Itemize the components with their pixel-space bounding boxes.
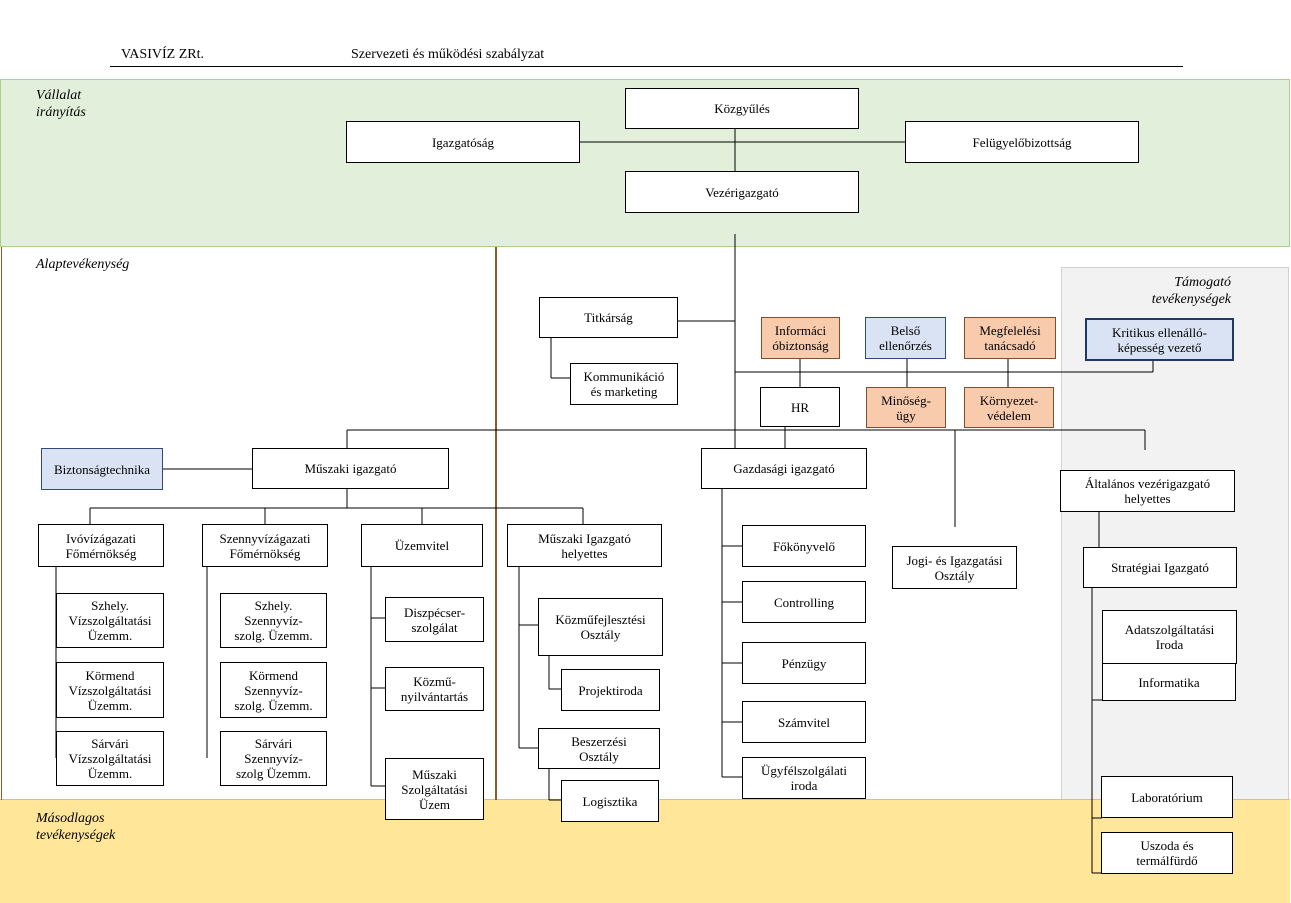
box-uszoda-termalfurdo: Uszoda és termálfürdő — [1101, 832, 1233, 874]
box-controlling: Controlling — [742, 581, 866, 623]
box-biztonsagtechnika: Biztonságtechnika — [41, 448, 163, 490]
box-ugyfelszolgalati-iroda: Ügyfélszolgálati iroda — [742, 757, 866, 799]
box-belso-ellenorzes: Belső ellenőrzés — [865, 317, 946, 359]
core-divider — [495, 247, 497, 800]
document-title: Szervezeti és működési szabályzat — [351, 47, 545, 62]
header-rule — [110, 66, 1183, 67]
box-fokonyvelo: Főkönyvelő — [742, 525, 866, 567]
box-kormend-szennyviz: Körmend Szennyvíz- szolg. Üzemm. — [220, 662, 327, 718]
box-vezerigazgato: Vezérigazgató — [625, 171, 859, 213]
section-label-tamogato: Támogató tevékenységek — [1151, 275, 1231, 307]
section-label-vallalat: Vállalat irányítás — [36, 88, 86, 120]
box-adatszolgaltatasi-iroda: Adatszolgáltatási Iroda — [1102, 610, 1237, 664]
box-altalanos-helyettes: Általános vezérigazgató helyettes — [1060, 470, 1235, 512]
section-label-masodlagos: Másodlagos tevékenységek — [36, 811, 116, 843]
box-muszaki-szolgaltatasi-uzem: Műszaki Szolgáltatási Üzem — [385, 758, 484, 820]
box-beszerzesi-osztaly: Beszerzési Osztály — [538, 728, 660, 769]
box-szhely-szennyviz: Szhely. Szennyvíz- szolg. Üzemm. — [220, 593, 327, 648]
box-szhely-vizszolgaltatasi: Szhely. Vízszolgáltatási Üzemm. — [56, 593, 164, 648]
box-uzemvitel: Üzemvitel — [361, 524, 483, 567]
box-laboratorium: Laboratórium — [1101, 776, 1233, 818]
box-felugyelobizottsag: Felügyelőbizottság — [905, 121, 1139, 163]
box-sarvari-vizszolgaltatasi: Sárvári Vízszolgáltatási Üzemm. — [56, 731, 164, 786]
box-ivoviz-fomernokseg: Ivóvízágazati Főmérnökség — [38, 524, 164, 567]
box-strategiai-igazgato: Stratégiai Igazgató — [1083, 547, 1237, 588]
box-muszaki-igazgato-helyettes: Műszaki Igazgató helyettes — [507, 524, 662, 567]
box-jogi-igazgatasi-osztaly: Jogi- és Igazgatási Osztály — [892, 546, 1017, 589]
left-divider — [1, 247, 2, 800]
box-informatika: Informatika — [1102, 663, 1236, 701]
box-logisztika: Logisztika — [561, 780, 659, 822]
box-muszaki-igazgato: Műszaki igazgató — [252, 448, 449, 489]
box-kormend-vizszolgaltatasi: Körmend Vízszolgáltatási Üzemm. — [56, 662, 164, 718]
box-gazdasagi-igazgato: Gazdasági igazgató — [701, 448, 867, 489]
box-szamvitel: Számvitel — [742, 701, 866, 743]
company-name: VASIVÍZ ZRt. — [121, 47, 204, 62]
box-informaciobiztonsag: Informáci óbiztonság — [761, 317, 840, 359]
box-penzugy: Pénzügy — [742, 642, 866, 684]
box-szennyviz-fomernokseg: Szennyvízágazati Főmérnökség — [202, 524, 328, 567]
box-igazgatosag: Igazgatóság — [346, 121, 580, 163]
box-kozmufejlesztesi-osztaly: Közműfejlesztési Osztály — [538, 598, 663, 656]
box-hr: HR — [760, 387, 840, 427]
section-label-alap: Alaptevékenység — [36, 257, 130, 272]
box-kritikus-ellenallo: Kritikus ellenálló- képesség vezető — [1085, 318, 1234, 361]
box-kozmu-nyilvantartas: Közmű- nyilvántartás — [385, 667, 484, 711]
box-projektiroda: Projektiroda — [561, 669, 660, 711]
box-kornyezetvedelem: Környezet- védelem — [964, 387, 1054, 428]
box-sarvari-szennyviz: Sárvári Szennyvíz- szolg Üzemm. — [220, 731, 327, 786]
box-minosegugy: Minőség- ügy — [866, 387, 946, 428]
box-megfelelesi-tanacsado: Megfelelési tanácsadó — [964, 317, 1056, 359]
box-diszpecserszolgalat: Diszpécser- szolgálat — [385, 597, 484, 642]
box-titkarsag: Titkárság — [539, 297, 678, 338]
box-kommunikacio: Kommunikáció és marketing — [570, 363, 678, 405]
box-kozgyules: Közgyűlés — [625, 88, 859, 129]
